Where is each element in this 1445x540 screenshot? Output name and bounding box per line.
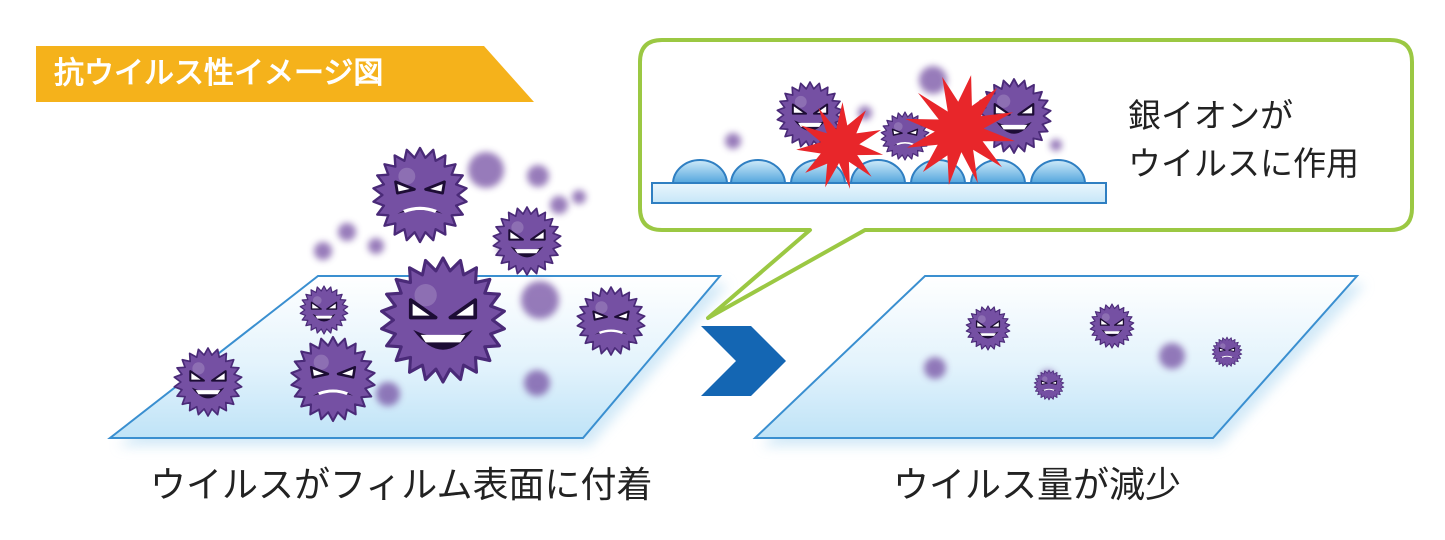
title-banner: 抗ウイルス性イメージ図 (36, 46, 534, 102)
blurred-particle (924, 357, 946, 379)
virus-icon (372, 146, 468, 244)
silver-ion-bead (1029, 159, 1087, 185)
virus-icon (1033, 369, 1065, 401)
virus-icon (299, 285, 349, 335)
callout-film-plate (651, 182, 1107, 204)
blurred-particle (338, 223, 356, 241)
blurred-particle (725, 133, 741, 149)
virus-icon (880, 111, 930, 161)
silver-ion-bead (729, 159, 787, 185)
blurred-particle (524, 370, 550, 396)
burst-group (796, 75, 1015, 189)
blurred-particle (314, 242, 332, 260)
film-right (752, 275, 1360, 439)
silver-ion-bead (849, 159, 907, 185)
blurred-particle (368, 238, 384, 254)
blurred-particle (521, 281, 559, 319)
blurred-particle (550, 196, 568, 214)
blurred-particle (376, 382, 400, 406)
blurred-virus-particles (314, 66, 1185, 406)
virus-icon (1211, 336, 1243, 368)
virus-icon (380, 256, 506, 384)
callout-line-1: 銀イオンが (1128, 96, 1293, 135)
chevron-right-icon (701, 326, 786, 396)
silver-ion-bead (671, 159, 729, 185)
callout-line-2: ウイルスに作用 (1128, 144, 1359, 183)
blurred-particle (527, 165, 549, 187)
diagram-title: 抗ウイルス性イメージ図 (54, 56, 384, 91)
virus-icon (965, 305, 1011, 351)
blurred-particle (468, 152, 504, 188)
caption-left: ウイルスがフィルム表面に付着 (150, 465, 653, 506)
virus-icon (173, 347, 243, 417)
banner-shape (36, 46, 534, 102)
virus-icon (290, 335, 376, 423)
blurred-particle (1050, 139, 1062, 151)
caption-right: ウイルス量が減少 (893, 465, 1182, 506)
burst-icon (796, 102, 884, 189)
blurred-particle (1159, 343, 1185, 369)
blurred-particle (572, 190, 586, 204)
virus-icon (1089, 303, 1135, 349)
callout-text: 銀イオンが ウイルスに作用 (1128, 92, 1359, 188)
blurred-particle (919, 66, 947, 94)
virus-icon (576, 286, 646, 356)
virus-icon (492, 206, 562, 276)
burst-icon (905, 75, 1015, 185)
